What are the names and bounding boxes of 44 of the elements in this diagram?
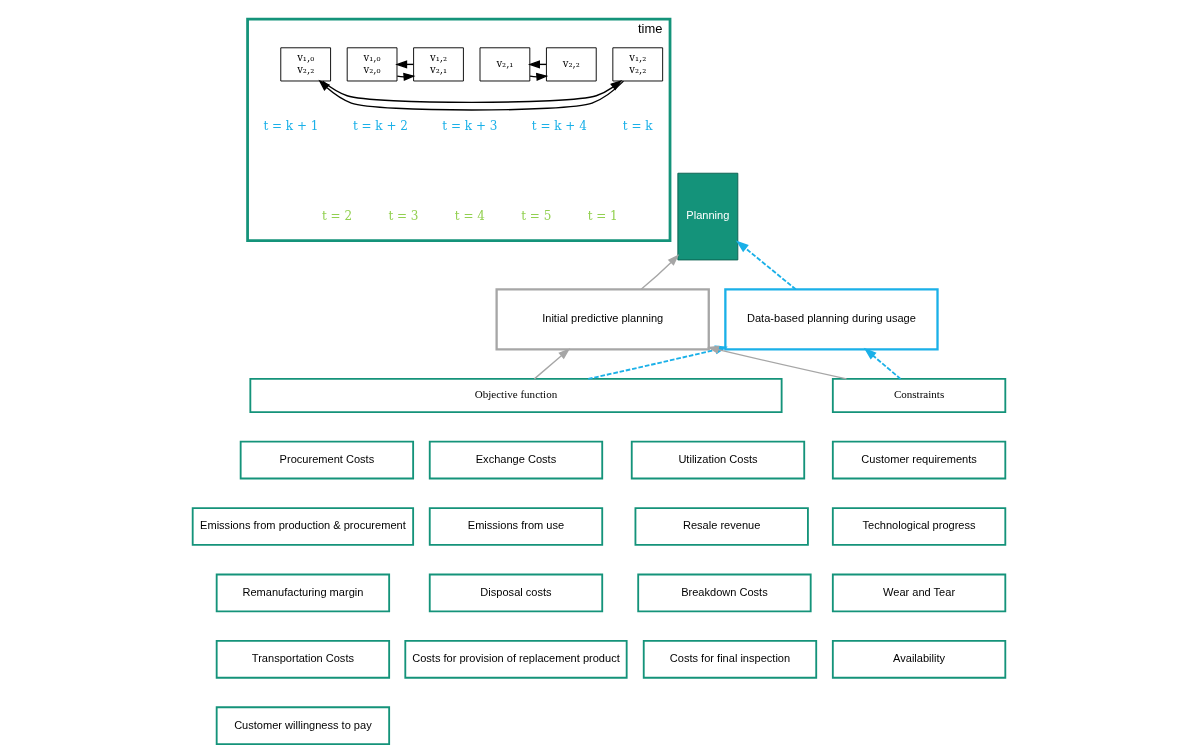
node-box: Availability — [831, 639, 1006, 679]
node-box: Customer willingness to pay — [215, 706, 390, 746]
node-box: Data-based planning during usage — [723, 288, 939, 351]
label: t = 2 — [321, 208, 352, 223]
node-box: Emissions from use — [428, 507, 603, 546]
label: t = k + 3 — [441, 119, 497, 134]
node-box: Resale revenue — [634, 507, 809, 546]
node-box: v₁,₂ v₂,₂ — [611, 47, 663, 82]
label: t = k + 1 — [262, 119, 318, 134]
node-box: Emissions from production & procurement — [191, 507, 414, 546]
arrow — [533, 348, 570, 380]
node-box: v₂,₂ — [545, 47, 597, 82]
node-box: Technological progress — [831, 507, 1006, 546]
node-box: Procurement Costs — [239, 440, 414, 480]
node-box: Breakdown Costs — [636, 573, 812, 613]
label: t = 4 — [454, 208, 485, 223]
node-box: v₂,₁ — [479, 47, 530, 82]
node-box: Costs for provision of replacement product — [403, 639, 628, 679]
node-box: Exchange Costs — [428, 440, 603, 480]
node-box: Remanufacturing margin — [215, 573, 390, 613]
node-box: Costs for final inspection — [642, 639, 817, 679]
label: t = 1 — [587, 208, 618, 223]
arrow — [639, 254, 679, 290]
node-box: v₁,₀ v₂,₂ — [279, 47, 331, 82]
label: t = k — [622, 119, 653, 134]
node-box: Objective function — [248, 378, 783, 414]
label: t = k + 4 — [531, 119, 587, 134]
arrow — [317, 79, 624, 111]
node-box: Constraints — [831, 378, 1006, 414]
arrow — [735, 240, 797, 291]
node-box: Disposal costs — [428, 573, 603, 613]
node-box: v₁,₀ v₂,₀ — [346, 47, 397, 82]
node-box: Planning — [676, 172, 738, 261]
node-box: Utilization Costs — [630, 440, 805, 480]
arrow — [863, 347, 901, 380]
node-box: Transportation Costs — [215, 639, 390, 679]
arrow — [321, 80, 622, 104]
label: t = k + 2 — [352, 119, 408, 134]
node-box: Wear and Tear — [831, 573, 1006, 613]
label: t = 5 — [520, 208, 551, 223]
label: t = 3 — [387, 208, 419, 223]
node-box: v₁,₂ v₂,₁ — [412, 47, 464, 82]
node-box: Customer requirements — [831, 440, 1006, 480]
node-box: Initial predictive planning — [494, 288, 710, 351]
